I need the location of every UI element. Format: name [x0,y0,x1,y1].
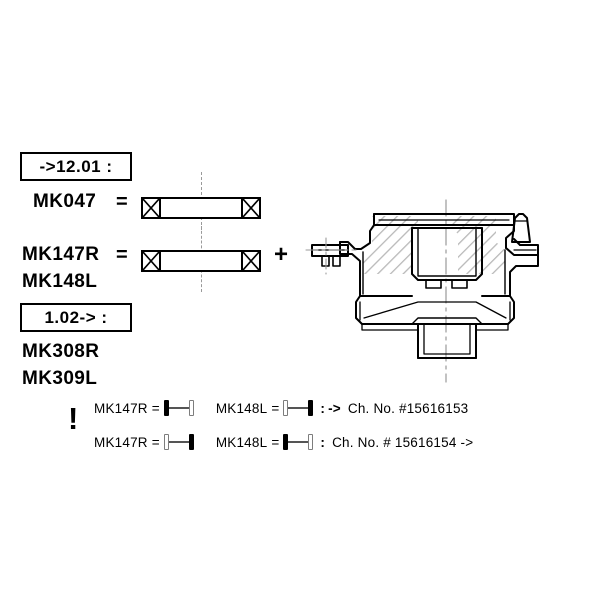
bushing-icon-flange-left [283,400,289,416]
note-chassis-number: Ch. No. # 15616154 -> [332,434,474,450]
note-right-code: MK148L [215,434,268,450]
note-row: MK147R = MK148L = : -> Ch. No. #15616153 [94,398,468,418]
bushing-icon-solid-left [163,400,194,416]
mount-cross-section-drawing [300,198,600,384]
note-colon: : [320,434,326,450]
bushing-icon-flange-right [308,434,314,450]
note-left-equals: = [151,434,160,450]
bushing-icon-shaft [288,407,309,409]
bushing-symbol-mk047 [141,197,261,219]
bushing-icon-flange-left [163,400,169,416]
note-arrow: -> [328,400,341,416]
bushing-end-cross-right [241,252,259,270]
note-right-code: MK148L [215,400,268,416]
bushing-end-cross-right [241,199,259,217]
note-left-code: MK147R [94,434,148,450]
bushing-icon-hollow-left [163,434,194,450]
bushing-icon-flange-right [308,400,314,416]
equals-sign-2: = [116,244,128,266]
note-row: MK147R = MK148L = : Ch. No. # 15616154 -… [94,432,473,452]
bushing-icon-hollow-right [283,434,314,450]
note-right-equals: = [271,434,280,450]
part-code-mk147r: MK147R [22,244,100,265]
note-left-equals: = [151,400,160,416]
note-colon: : [320,400,326,416]
period-label-box-1: ->12.01 : [20,152,132,181]
part-code-mk308r: MK308R [22,341,100,362]
plus-sign: + [274,241,289,268]
bushing-icon-flange-left [283,434,289,450]
bushing-icon-shaft [288,441,309,443]
period-label-box-2: 1.02-> : [20,303,132,332]
equals-sign-1: = [116,191,128,213]
note-chassis-number: Ch. No. #15616153 [347,400,469,416]
part-code-mk047: MK047 [33,191,97,212]
bushing-body [161,252,241,270]
bushing-body [161,199,241,217]
note-right-equals: = [271,400,280,416]
bushing-icon-flange-right [188,400,194,416]
warning-exclamation-icon: ! [68,401,79,436]
bushing-icon-solid-right [283,400,314,416]
part-code-mk148l: MK148L [22,271,98,292]
bushing-icon-shaft [168,407,189,409]
bushing-symbol-mk147r-mk148l [141,250,261,272]
bushing-end-cross-left [143,199,161,217]
bushing-end-cross-left [143,252,161,270]
note-left-code: MK147R [94,400,148,416]
bushing-icon-shaft [168,441,189,443]
bushing-icon-flange-right [188,434,194,450]
bushing-icon-flange-left [163,434,169,450]
part-code-mk309l: MK309L [22,368,98,389]
